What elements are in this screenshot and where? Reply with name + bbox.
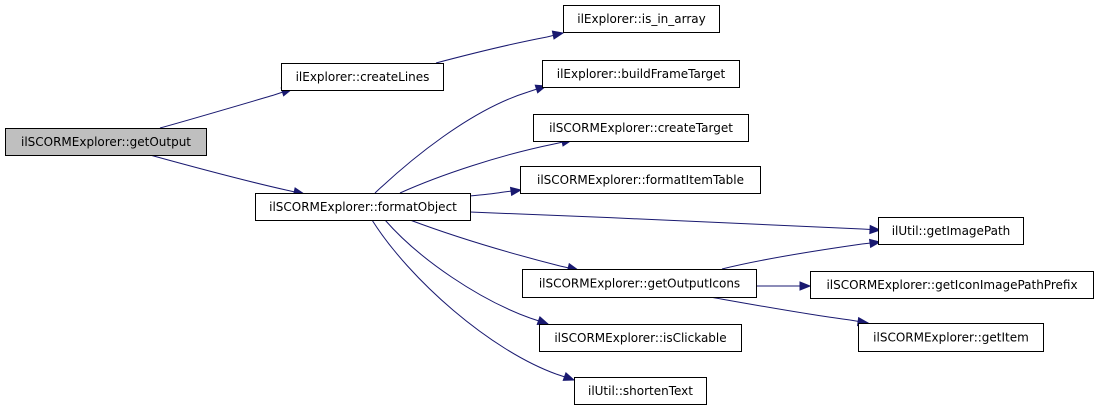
edge-line: [709, 296, 851, 321]
edge-line: [469, 191, 505, 197]
edge-root-to-createLines: [159, 87, 294, 129]
arrow-head-icon: [509, 186, 523, 197]
node-label: ilSCORMExplorer::getIconImagePathPrefix: [826, 278, 1077, 292]
edge-line: [409, 219, 561, 267]
node-box: [539, 324, 742, 352]
arrow-head-icon: [536, 316, 550, 325]
node-box: [810, 271, 1094, 299]
edge-line: [384, 219, 531, 319]
edge-root-to-formatObject: [149, 154, 306, 197]
node-shortenText[interactable]: ilUtil::shortenText: [574, 377, 707, 405]
node-formatItemTable[interactable]: ilSCORMExplorer::formatItemTable: [520, 166, 761, 194]
node-label: ilSCORMExplorer::getItem: [873, 331, 1029, 345]
edge-formatObject-to-formatItemTable: [469, 186, 523, 197]
node-label: ilExplorer::createLines: [296, 70, 430, 84]
node-getOutputIcons[interactable]: ilSCORMExplorer::getOutputIcons: [522, 269, 757, 298]
node-box: [5, 128, 207, 156]
arrow-head-icon: [868, 238, 882, 249]
node-label: ilExplorer::buildFrameTarget: [557, 67, 726, 81]
nodes-layer: ilSCORMExplorer::getOutput ilExplorer::cr…: [5, 5, 1094, 405]
node-getImagePath[interactable]: ilUtil::getImagePath: [878, 217, 1024, 245]
edge-line: [399, 143, 555, 194]
edge-line: [469, 211, 863, 230]
node-label: ilUtil::getImagePath: [892, 224, 1011, 238]
node-box: [574, 377, 707, 405]
edge-line: [374, 91, 529, 194]
node-createTarget[interactable]: ilSCORMExplorer::createTarget: [533, 114, 749, 142]
node-label: ilSCORMExplorer::getOutputIcons: [539, 277, 740, 291]
edge-line: [149, 154, 287, 191]
node-getItem[interactable]: ilSCORMExplorer::getItem: [858, 323, 1044, 352]
node-createLines[interactable]: ilExplorer::createLines: [281, 63, 444, 91]
edge-line: [435, 36, 548, 64]
node-buildFrameTarget[interactable]: ilExplorer::buildFrameTarget: [542, 60, 740, 88]
node-getIconImagePathPrefix[interactable]: ilSCORMExplorer::getIconImagePathPrefix: [810, 271, 1094, 299]
node-box: [542, 60, 740, 88]
node-box: [520, 166, 761, 194]
edge-line: [159, 94, 275, 129]
node-box: [522, 269, 757, 298]
node-box: [563, 5, 720, 33]
edge-line: [371, 219, 557, 375]
edge-getOutputIcons-to-getItem: [709, 296, 870, 327]
arrow-head-icon: [869, 224, 882, 235]
arrow-head-icon: [799, 281, 812, 291]
node-label: ilSCORMExplorer::formatItemTable: [537, 173, 744, 187]
node-box: [281, 63, 444, 91]
edge-createLines-to-is_in_array: [435, 30, 565, 64]
edge-getOutputIcons-to-getIconImagePathPrefix: [755, 281, 812, 291]
node-label: ilSCORMExplorer::isClickable: [554, 331, 726, 345]
node-label: ilSCORMExplorer::formatObject: [269, 200, 457, 214]
node-box: [878, 217, 1024, 245]
node-label: ilSCORMExplorer::createTarget: [549, 121, 733, 135]
node-box: [533, 114, 749, 142]
edges-layer: [149, 30, 882, 381]
node-formatObject[interactable]: ilSCORMExplorer::formatObject: [255, 193, 471, 221]
node-label: ilExplorer::is_in_array: [577, 12, 706, 26]
node-is_in_array[interactable]: ilExplorer::is_in_array: [563, 5, 720, 33]
arrow-head-icon: [562, 372, 576, 381]
edge-formatObject-to-shortenText: [371, 219, 576, 381]
node-box: [858, 323, 1044, 352]
node-label: ilUtil::shortenText: [588, 384, 693, 398]
node-root[interactable]: ilSCORMExplorer::getOutput: [5, 128, 207, 156]
node-label: ilSCORMExplorer::getOutput: [21, 135, 191, 149]
node-box: [255, 193, 471, 221]
arrow-head-icon: [551, 30, 565, 40]
edge-formatObject-to-getOutputIcons: [409, 219, 580, 273]
edge-formatObject-to-getImagePath: [469, 211, 882, 235]
edge-getOutputIcons-to-getImagePath: [721, 238, 882, 270]
node-isClickable[interactable]: ilSCORMExplorer::isClickable: [539, 324, 742, 352]
edge-line: [721, 243, 863, 270]
